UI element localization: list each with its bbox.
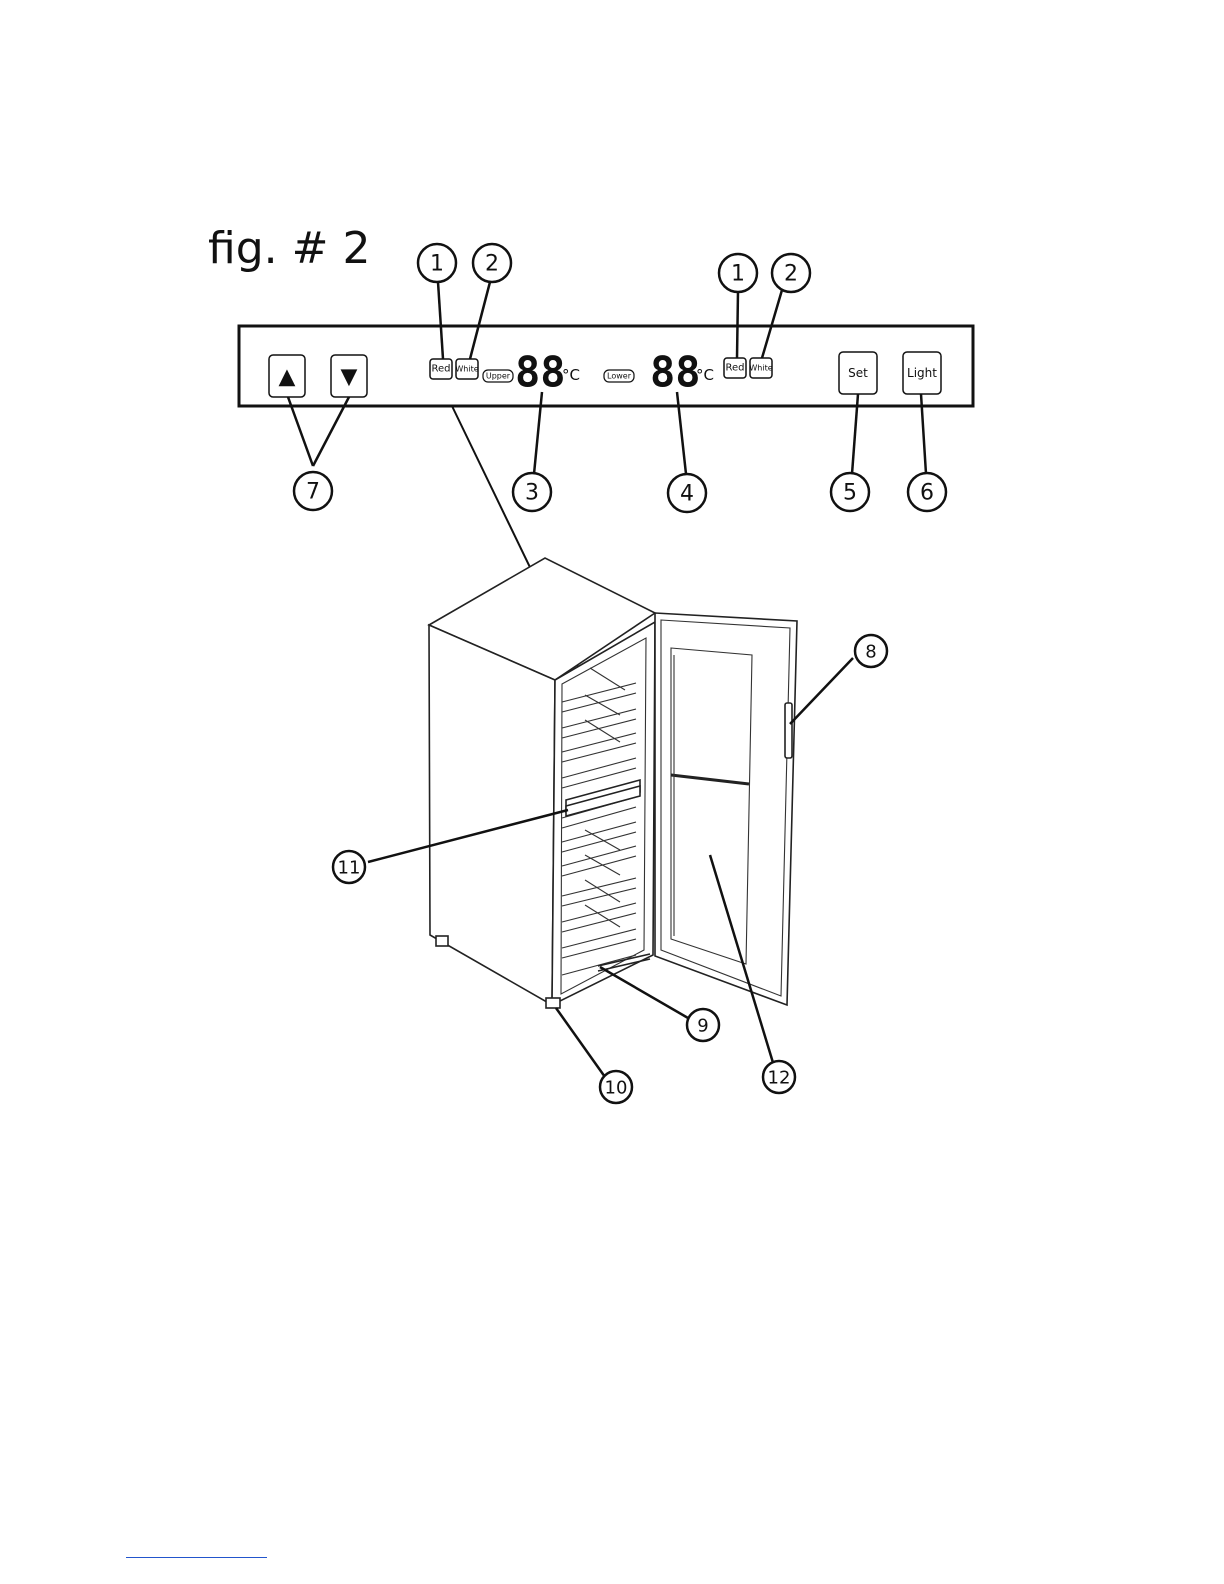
figure-title: fig. # 2 [208, 223, 370, 274]
set-label: Set [848, 366, 868, 380]
lower-zone-label: Lower [607, 372, 632, 381]
svg-text:7: 7 [306, 480, 320, 505]
upper-red-label: Red [432, 364, 451, 375]
svg-text:2: 2 [784, 262, 798, 287]
upper-red-button[interactable]: Red [430, 359, 452, 379]
callout-7: 7 [294, 472, 332, 510]
svg-text:4: 4 [680, 482, 694, 507]
callout-1-upper: 1 [418, 244, 456, 282]
callout-6: 6 [908, 473, 946, 511]
svg-text:5: 5 [843, 481, 857, 506]
svg-text:12: 12 [768, 1068, 791, 1089]
light-label: Light [907, 366, 937, 380]
callout-10: 10 [600, 1071, 632, 1103]
lower-red-button[interactable]: Red [724, 358, 746, 378]
control-panel: ▲ ▼ Red White Upper 88 °C Lower 88 °C Re… [239, 326, 973, 406]
svg-text:6: 6 [920, 481, 934, 506]
callout-11: 11 [333, 851, 365, 883]
callout-12: 12 [763, 1061, 795, 1093]
upper-temperature-display: 88 [515, 348, 566, 397]
callout-8: 8 [855, 635, 887, 667]
svg-text:8: 8 [865, 642, 876, 663]
svg-text:3: 3 [525, 481, 539, 506]
svg-text:10: 10 [605, 1078, 628, 1099]
lower-temperature-unit: °C [696, 366, 714, 384]
up-arrow-icon: ▲ [279, 365, 296, 390]
upper-white-label: White [455, 365, 478, 374]
light-button[interactable]: Light [903, 352, 941, 394]
svg-text:11: 11 [338, 858, 361, 879]
upper-white-button[interactable]: White [455, 359, 478, 379]
down-arrow-icon: ▼ [341, 365, 358, 390]
upper-zone-label: Upper [486, 372, 511, 381]
svg-text:9: 9 [697, 1016, 708, 1037]
callout-4: 4 [668, 474, 706, 512]
callout-2-upper: 2 [473, 244, 511, 282]
down-button[interactable]: ▼ [331, 355, 367, 397]
svg-text:1: 1 [430, 252, 444, 277]
lower-red-label: Red [726, 363, 745, 374]
callout-3: 3 [513, 473, 551, 511]
wine-cabinet-illustration [429, 558, 797, 1008]
upper-temperature-unit: °C [562, 366, 580, 384]
up-button[interactable]: ▲ [269, 355, 305, 397]
glass-door [655, 613, 797, 1005]
lower-temperature-display: 88 [650, 348, 701, 397]
callout-9: 9 [687, 1009, 719, 1041]
lower-white-button[interactable]: White [749, 358, 772, 378]
set-button[interactable]: Set [839, 352, 877, 394]
callout-1-lower: 1 [719, 254, 757, 292]
callout-5: 5 [831, 473, 869, 511]
lower-white-label: White [749, 364, 772, 373]
svg-text:2: 2 [485, 252, 499, 277]
svg-text:1: 1 [731, 262, 745, 287]
callout-2-lower: 2 [772, 254, 810, 292]
footnote-rule [126, 1557, 267, 1558]
